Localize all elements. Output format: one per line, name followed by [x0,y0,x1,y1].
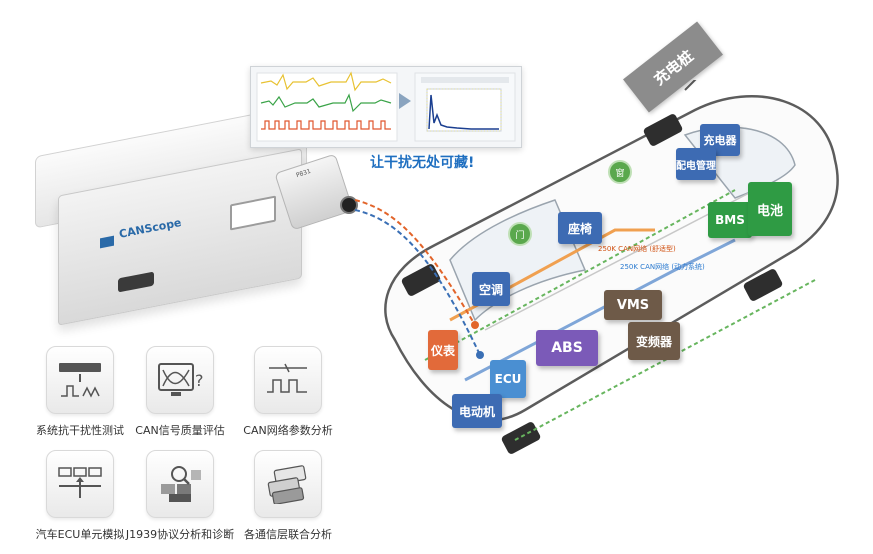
feature-label: J1939协议分析和诊断 [125,528,235,541]
can-bus-green-2 [514,279,816,441]
wheel-front-right [501,422,541,454]
module-window: 窗 [608,160,632,184]
feature-label: CAN网络参数分析 [243,424,333,437]
vehicle-network-diagram [355,80,839,454]
multi-layer-analysis-icon [254,450,322,518]
module-power-distribution: 配电管理 [676,148,716,180]
probe-connection-blue-point [476,351,484,359]
svg-text:?: ? [195,371,204,390]
ecu-simulation-icon [46,450,114,518]
module-air-conditioner: 空调 [472,272,510,306]
feature-interference-test: 系统抗干扰性测试 [30,346,130,446]
module-abs: ABS [536,330,598,366]
j1939-analysis-icon [146,450,214,518]
charging-cable [684,80,697,91]
wheel-front-left [401,264,441,296]
feature-j1939-analysis: J1939协议分析和诊断 [126,450,234,550]
wheel-rear-right [743,269,783,301]
feature-label: 系统抗干扰性测试 [36,424,124,437]
module-door: 门 [508,222,532,246]
module-instrument: 仪表 [428,330,458,370]
interference-test-icon [46,346,114,414]
probe-connection-orange [355,199,476,326]
software-screenshot [250,66,522,148]
module-vms: VMS [604,290,662,320]
can-bus-green [424,189,736,361]
waveform-screenshot-graphic [256,71,516,142]
feature-signal-quality: ? CAN信号质量评估 [130,346,230,446]
probe-connection-orange-point [471,321,479,329]
module-bms: BMS [708,202,752,238]
probe-jack-icon [340,196,358,214]
module-ecu: ECU [490,360,526,398]
module-seat: 座椅 [558,212,602,244]
feature-network-params: CAN网络参数分析 [238,346,338,446]
module-inverter: 变频器 [628,322,680,360]
feature-multi-layer-analysis: 各通信层联合分析 [238,450,338,550]
network-params-icon [254,346,322,414]
signal-quality-icon: ? [146,346,214,414]
bus-note-comfort: 250K CAN网络 (舒适型) [598,245,676,253]
bus-note-power: 250K CAN网络 (动力系统) [620,263,705,271]
wheel-rear-left [643,114,683,146]
feature-label: 汽车ECU单元模拟 [35,528,125,541]
probe-connection-blue [355,209,481,356]
module-battery: 电池 [748,182,792,236]
feature-ecu-simulation: 汽车ECU单元模拟 [30,450,130,550]
feature-label: CAN信号质量评估 [135,424,225,437]
tagline: 让干扰无处可藏! [370,155,475,171]
feature-label: 各通信层联合分析 [244,528,332,541]
can-bus-power [464,238,736,382]
module-motor: 电动机 [452,394,502,428]
